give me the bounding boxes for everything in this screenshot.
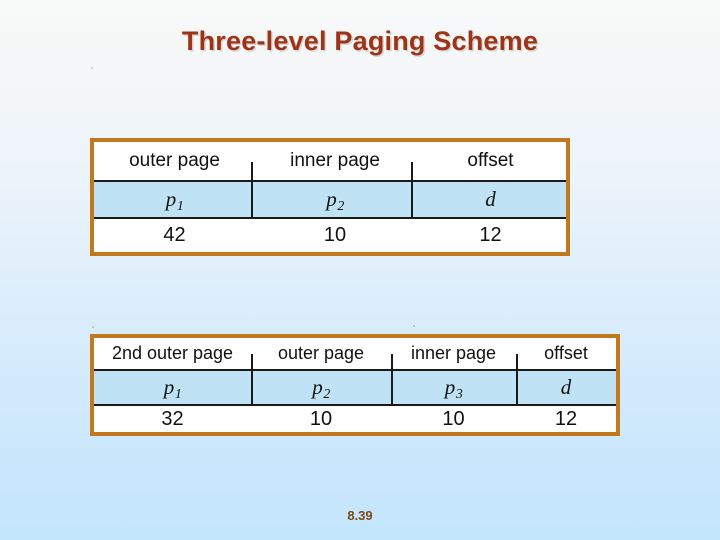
- table2-header-label: inner page: [410, 343, 497, 363]
- table2-column-divider: [391, 354, 393, 406]
- two-level-paging-table: outer page inner page offset p1: [90, 138, 570, 256]
- table1-column-divider: [411, 162, 413, 219]
- table1-symbol-cell: d: [415, 182, 566, 217]
- scan-artifact: [91, 67, 93, 69]
- table1-bit-count: 42: [163, 224, 186, 246]
- table1-bits-cell: 12: [415, 219, 566, 252]
- table2-symbol: p2: [312, 375, 331, 401]
- table2-symbol-cell: p3: [391, 371, 516, 404]
- table2-symbol-row: p1 p2 p3 d: [94, 371, 616, 406]
- table1-header-row: outer page inner page offset: [94, 142, 566, 182]
- table2-header-label: offset: [544, 343, 588, 363]
- table1-bits-row: 42 10 12: [94, 219, 566, 252]
- table2-bit-count: 32: [161, 407, 184, 430]
- table2-bits-row: 32 10 10 12: [94, 406, 616, 432]
- table1-bit-count: 10: [323, 224, 347, 246]
- table2-bit-count: 12: [554, 407, 578, 430]
- table2-symbol-cell: d: [516, 371, 616, 404]
- table1-header-cell: outer page: [94, 142, 255, 180]
- three-level-paging-table: 2nd outer page outer page inner page off…: [90, 334, 620, 436]
- table1-header-label: inner page: [290, 150, 380, 171]
- table2-bits-cell: 32: [94, 406, 251, 432]
- table2-bit-count: 10: [309, 407, 333, 430]
- scan-artifact: [413, 325, 415, 327]
- table2-bit-count: 10: [442, 407, 465, 430]
- table1-symbol-cell: p1: [94, 182, 255, 217]
- table1-symbol: d: [485, 187, 496, 211]
- table1-bit-count: 12: [479, 224, 502, 246]
- table1-bits-cell: 42: [94, 219, 255, 252]
- table1-symbol: p1: [165, 187, 184, 213]
- table1-header-label: offset: [467, 150, 514, 171]
- table2-symbol: d: [560, 375, 572, 399]
- table1-bits-cell: 10: [255, 219, 415, 252]
- table2-symbol: p3: [444, 375, 463, 401]
- table1-header-cell: inner page: [255, 142, 415, 180]
- table2-header-cell: inner page: [391, 338, 516, 369]
- table2-symbol-cell: p1: [94, 371, 251, 404]
- table2-symbol: p1: [163, 375, 182, 401]
- table1-header-label: outer page: [129, 150, 220, 171]
- page-title: Three-level Paging Scheme: [181, 26, 539, 56]
- table1-symbol-row: p1 p2 d: [94, 182, 566, 219]
- table1-column-divider: [251, 162, 253, 219]
- table1-symbol: p2: [326, 187, 345, 213]
- table2-bits-cell: 10: [251, 406, 391, 432]
- scan-artifact: [92, 326, 94, 328]
- table1-symbol-cell: p2: [255, 182, 415, 217]
- table2-header-cell: offset: [516, 338, 616, 369]
- page-number: 8.39: [347, 508, 373, 523]
- table2-header-cell: 2nd outer page: [94, 338, 251, 369]
- table2-header-label: outer page: [277, 343, 365, 363]
- table2-header-cell: outer page: [251, 338, 391, 369]
- table2-header-row: 2nd outer page outer page inner page off…: [94, 338, 616, 371]
- table2-bits-cell: 10: [391, 406, 516, 432]
- table2-column-divider: [251, 354, 253, 406]
- table2-header-label: 2nd outer page: [111, 343, 234, 363]
- table2-bits-cell: 12: [516, 406, 616, 432]
- table1-header-cell: offset: [415, 142, 566, 180]
- table2-symbol-cell: p2: [251, 371, 391, 404]
- table2-column-divider: [516, 354, 518, 406]
